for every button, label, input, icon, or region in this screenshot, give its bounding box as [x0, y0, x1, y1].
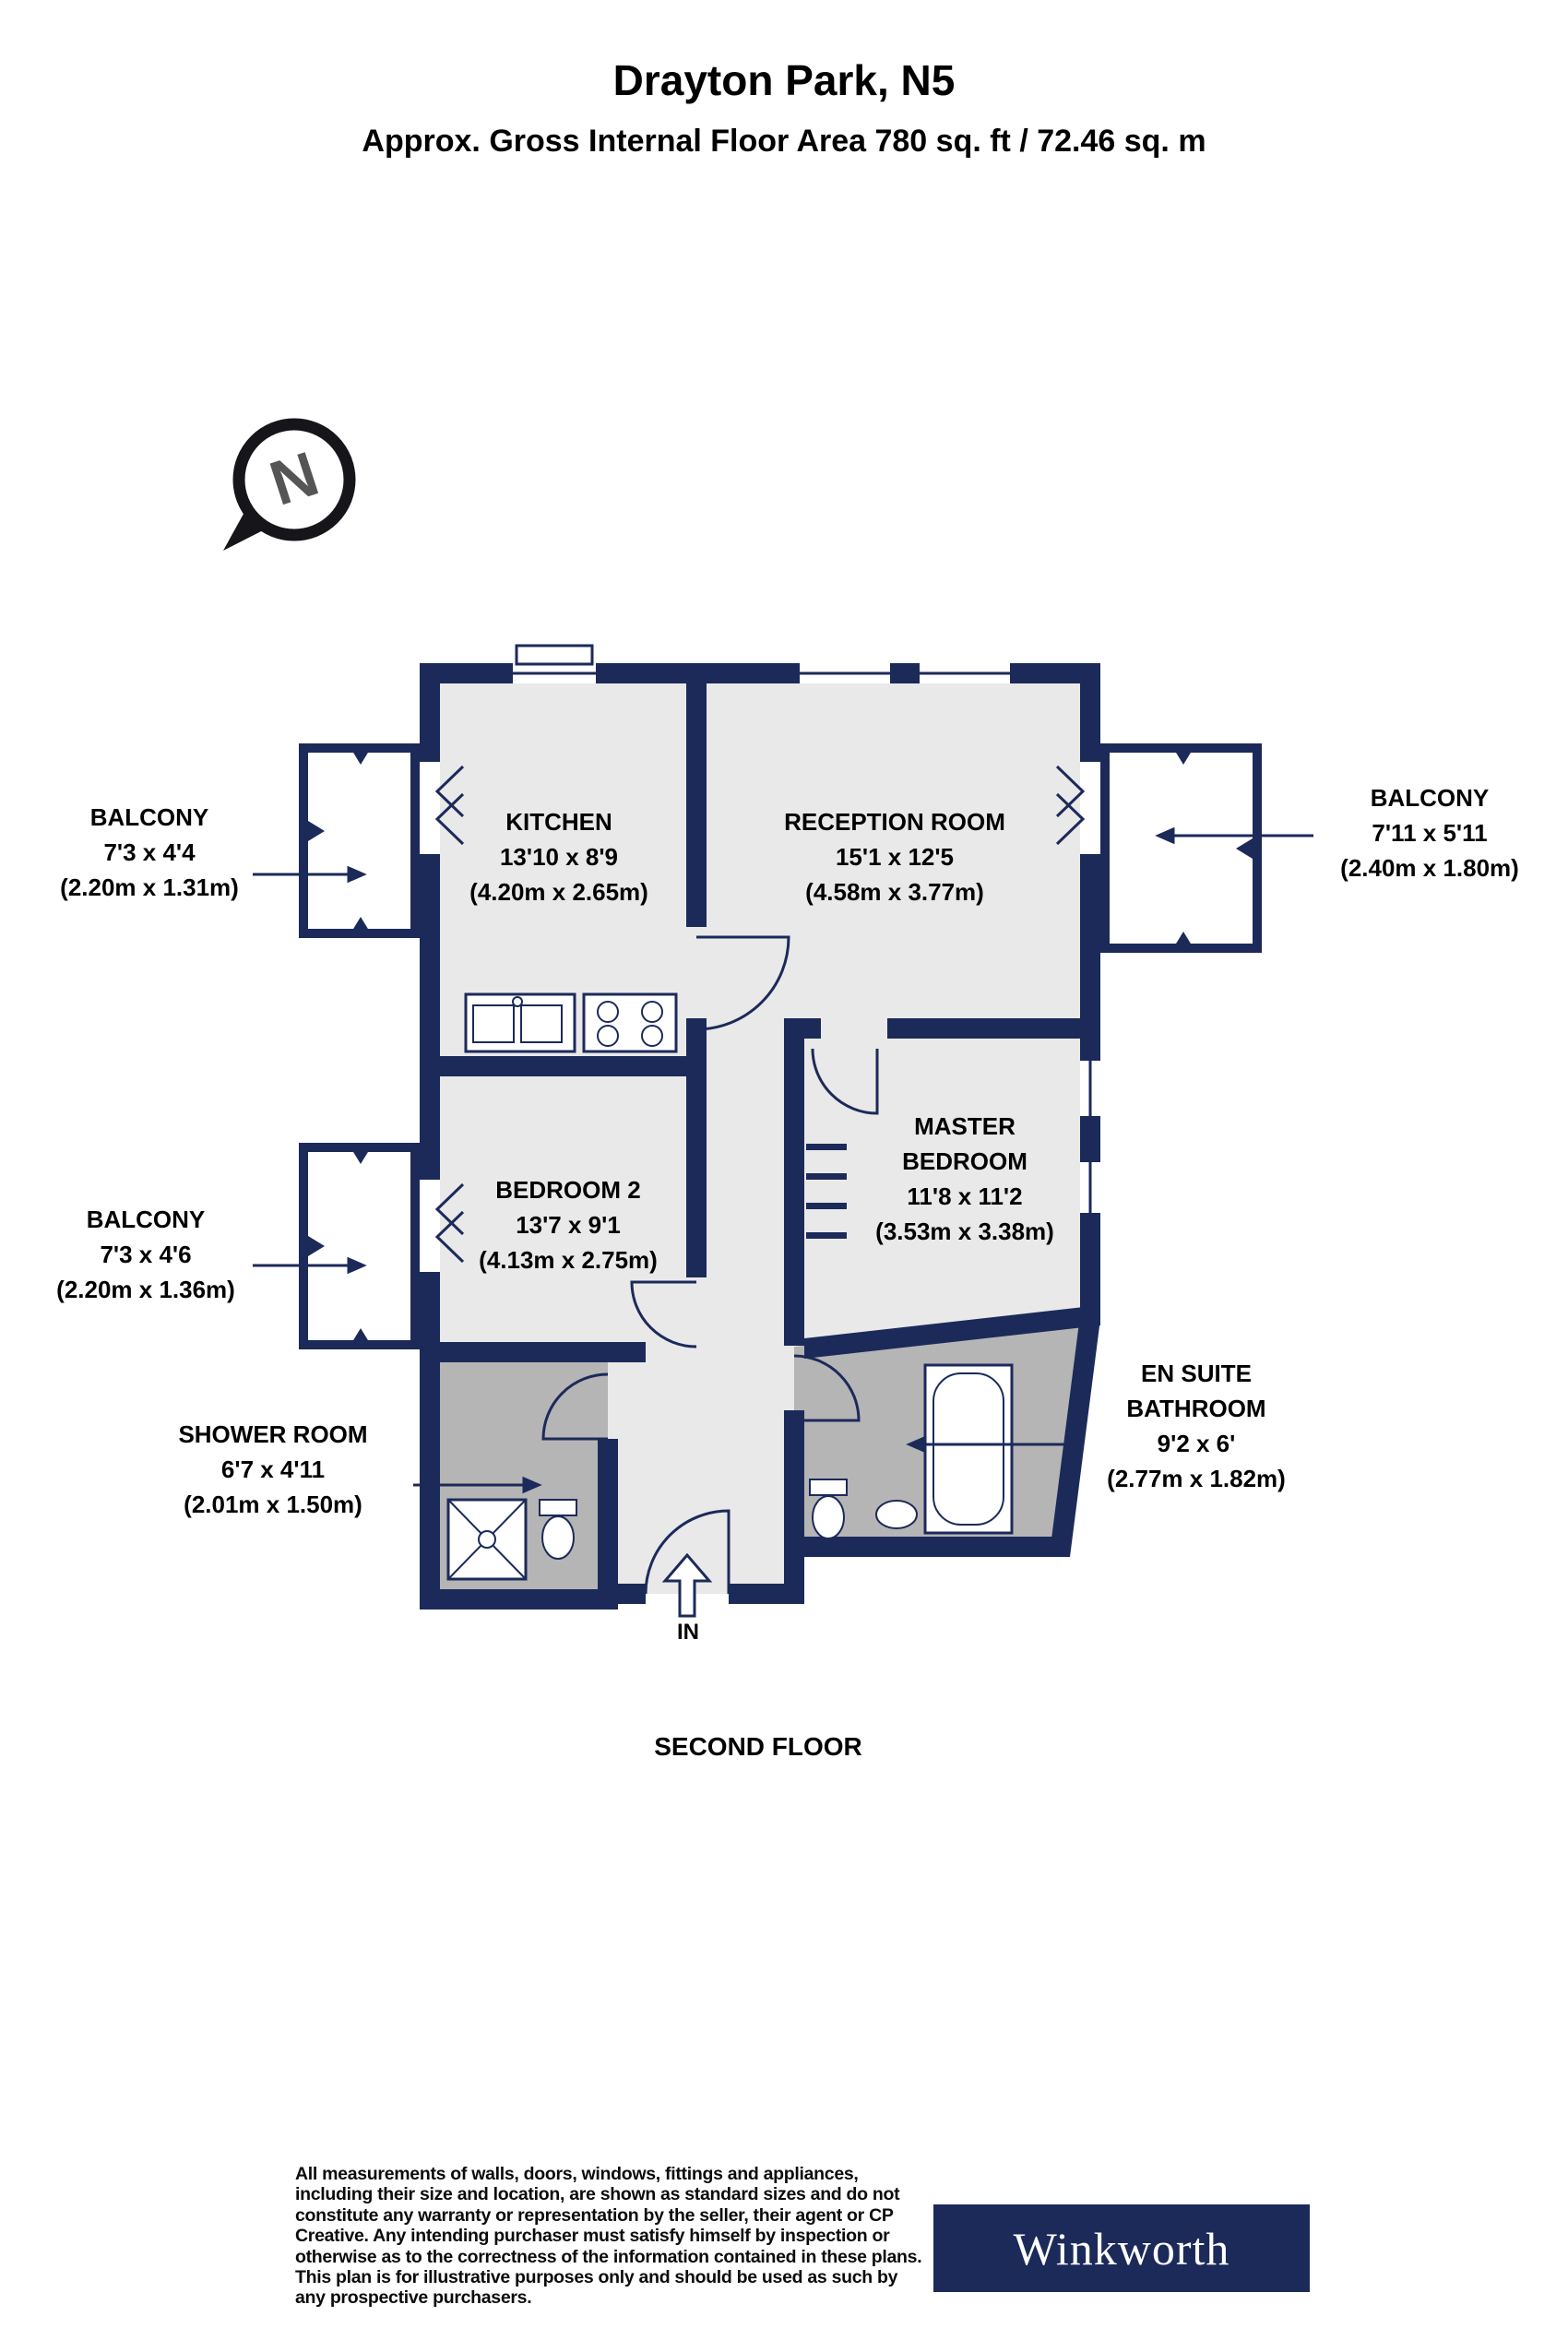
room-dims-ft: 9'2 x 6' — [1157, 1430, 1236, 1457]
page-subtitle: Approx. Gross Internal Floor Area 780 sq… — [362, 124, 1206, 159]
compass-icon — [223, 418, 356, 551]
hob-icon — [582, 992, 678, 1053]
master-bedroom-label: MASTER BEDROOM 11'8 x 11'2 (3.53m x 3.38… — [873, 1109, 1057, 1249]
entrance-label: IN — [677, 1620, 699, 1645]
closet-shelves-icon — [806, 1144, 847, 1239]
room-dims-ft: 13'7 x 9'1 — [516, 1211, 621, 1239]
room-dims-ft: 11'8 x 11'2 — [907, 1182, 1023, 1210]
bathtub-icon — [923, 1363, 1014, 1535]
en-suite-label: EN SUITE BATHROOM 9'2 x 6' (2.77m x 1.82… — [1083, 1356, 1310, 1496]
bedroom-2-label: BEDROOM 2 13'7 x 9'1 (4.13m x 2.75m) — [448, 1172, 688, 1277]
winkworth-logo: Winkworth — [933, 2204, 1310, 2292]
room-name: BALCONY — [1370, 784, 1490, 812]
room-dims-ft: 6'7 x 4'11 — [220, 1455, 326, 1483]
shower-tray-icon — [446, 1498, 528, 1581]
balcony-mid-left-label: BALCONY 7'3 x 4'6 (2.20m x 1.36m) — [33, 1202, 258, 1307]
balcony-tick-marks — [308, 748, 1253, 1345]
kitchen-bay-window — [515, 644, 594, 666]
toilet-icon — [539, 1499, 577, 1560]
room-name: SHOWER ROOM — [178, 1420, 368, 1448]
balcony-door-chevrons — [434, 765, 1086, 1264]
disclaimer-text: All measurements of walls, doors, window… — [295, 2164, 922, 2309]
balcony-right-label: BALCONY 7'11 x 5'11 (2.40m x 1.80m) — [1319, 780, 1540, 885]
kitchen-label: KITCHEN 13'10 x 8'9 (4.20m x 2.65m) — [439, 804, 679, 909]
room-dims-m: (2.01m x 1.50m) — [184, 1491, 362, 1518]
balcony-top-left-label: BALCONY 7'3 x 4'4 (2.20m x 1.31m) — [37, 800, 262, 905]
room-name: BEDROOM 2 — [495, 1176, 641, 1204]
room-dims-ft: 7'3 x 4'4 — [103, 838, 196, 866]
windows — [420, 644, 1100, 1272]
balcony-right-shape — [1100, 743, 1262, 953]
floor-name-label: SECOND FLOOR — [654, 1732, 862, 1761]
room-name: MASTER BEDROOM — [902, 1112, 1028, 1175]
winkworth-logo-text: Winkworth — [1013, 2222, 1230, 2275]
entrance-arrow-icon — [661, 1552, 713, 1618]
room-dims-ft: 15'1 x 12'5 — [835, 843, 955, 871]
balcony-outlines — [299, 743, 1262, 1349]
balcony-top-left-shape — [299, 743, 420, 938]
room-dims-m: (4.20m x 2.65m) — [469, 878, 648, 906]
kitchen-sink-icon — [464, 992, 576, 1053]
page-title: Drayton Park, N5 — [612, 56, 956, 104]
shower-room-label: SHOWER ROOM 6'7 x 4'11 (2.01m x 1.50m) — [137, 1417, 410, 1522]
dimension-arrows — [253, 826, 1313, 1494]
room-name: EN SUITE BATHROOM — [1126, 1360, 1266, 1422]
room-dims-m: (3.53m x 3.38m) — [875, 1218, 1054, 1245]
room-name: BALCONY — [89, 803, 209, 831]
room-dims-m: (4.13m x 2.75m) — [479, 1246, 658, 1274]
room-dims-m: (2.20m x 1.31m) — [60, 873, 239, 901]
room-dims-ft: 7'3 x 4'6 — [100, 1241, 192, 1268]
room-dims-m: (2.20m x 1.36m) — [56, 1276, 235, 1303]
room-name: RECEPTION ROOM — [784, 808, 1005, 836]
room-name: KITCHEN — [505, 808, 612, 836]
ensuite-toilet-icon — [809, 1479, 848, 1539]
basin-icon — [875, 1500, 918, 1529]
room-name: BALCONY — [86, 1206, 206, 1233]
room-dims-m: (2.40m x 1.80m) — [1340, 854, 1519, 882]
reception-room-label: RECEPTION ROOM 15'1 x 12'5 (4.58m x 3.77… — [729, 804, 1061, 909]
room-dims-m: (4.58m x 3.77m) — [805, 878, 984, 906]
door-arcs — [541, 935, 879, 1595]
room-dims-ft: 7'11 x 5'11 — [1372, 819, 1488, 847]
room-dims-ft: 13'10 x 8'9 — [499, 843, 619, 871]
room-dims-m: (2.77m x 1.82m) — [1107, 1465, 1286, 1492]
